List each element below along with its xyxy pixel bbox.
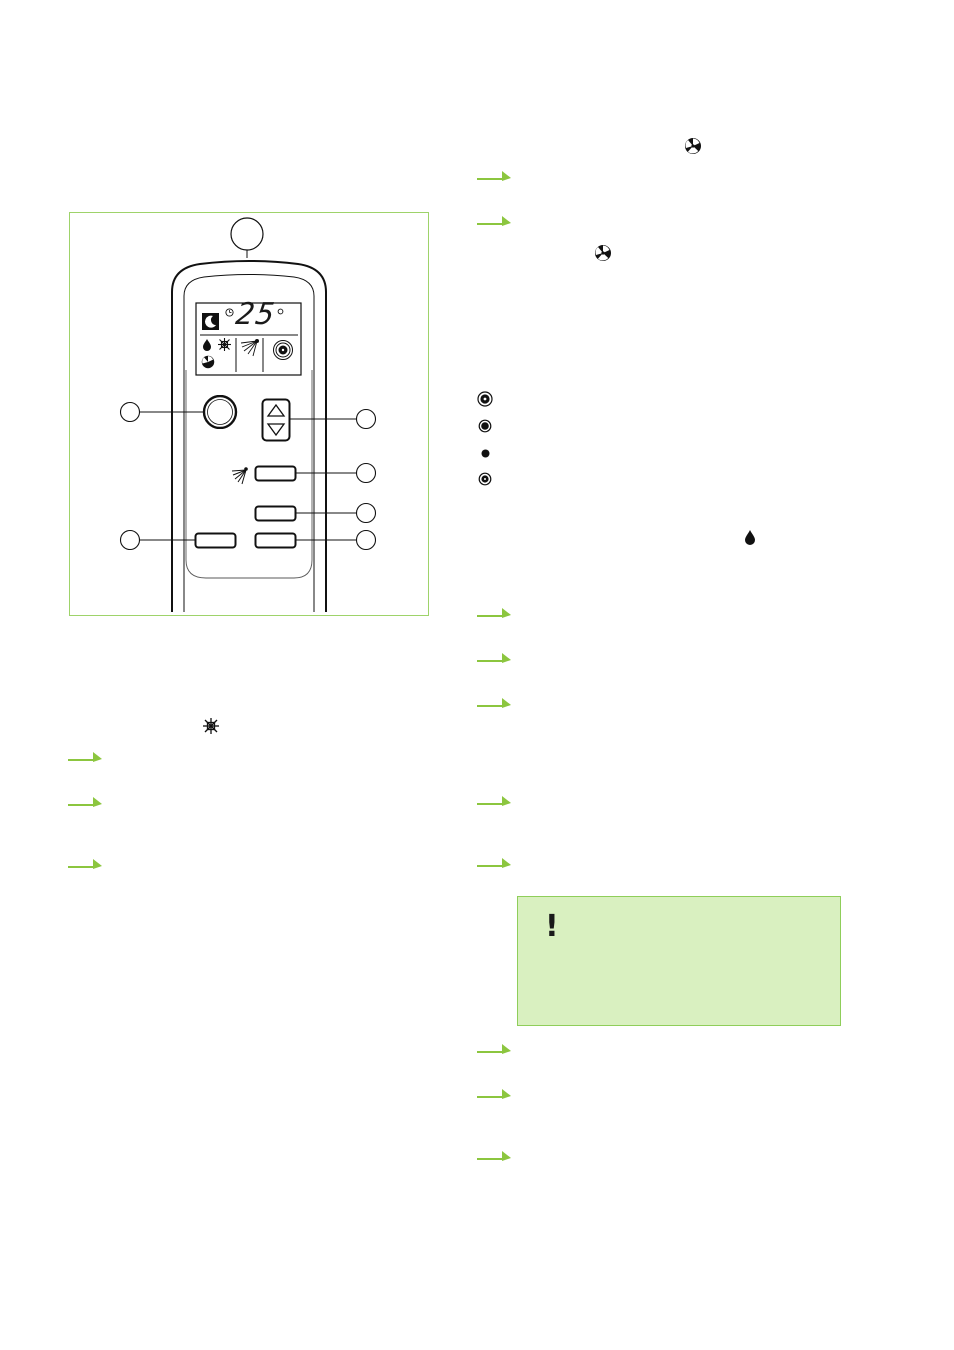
step-arrow-icon [68,797,102,807]
fan-speed-auto-icon [478,472,492,486]
fan-speed-low-icon [481,449,490,458]
step-arrow-icon [477,1089,511,1099]
fan-speed-medium-icon [478,419,492,433]
step-arrow-icon [477,1044,511,1054]
power-button[interactable] [202,395,238,429]
step-arrow-icon [477,216,511,226]
mode-button[interactable] [254,532,298,550]
water-drop-icon [745,530,755,545]
remote-control-figure [69,212,429,616]
fan-icon [201,355,215,369]
water-drop-icon [203,339,211,351]
swing-icon [240,339,259,357]
step-arrow-icon [477,653,511,663]
exclamation-icon: ! [545,909,559,944]
step-arrow-icon [477,171,511,181]
step-arrow-icon [68,859,102,869]
temperature-up-down-button[interactable] [261,398,291,442]
sleep-button[interactable] [194,532,238,550]
fan-speed-indicator-icon [273,340,293,360]
warning-box [517,896,841,1026]
fan-speed-button[interactable] [254,505,298,523]
snowflake-icon [203,718,219,734]
swing-button[interactable] [254,465,298,483]
step-arrow-icon [477,858,511,868]
step-arrow-icon [477,796,511,806]
fan-speed-high-icon [477,391,493,407]
moon-icon [202,313,219,330]
degree-icon [277,308,284,315]
fan-icon [685,138,701,154]
step-arrow-icon [477,698,511,708]
clock-icon [225,308,234,317]
fan-icon [595,245,611,261]
snowflake-icon [218,338,231,351]
step-arrow-icon [477,1151,511,1161]
step-arrow-icon [477,608,511,618]
temperature-display: 25 [233,297,279,332]
step-arrow-icon [68,752,102,762]
